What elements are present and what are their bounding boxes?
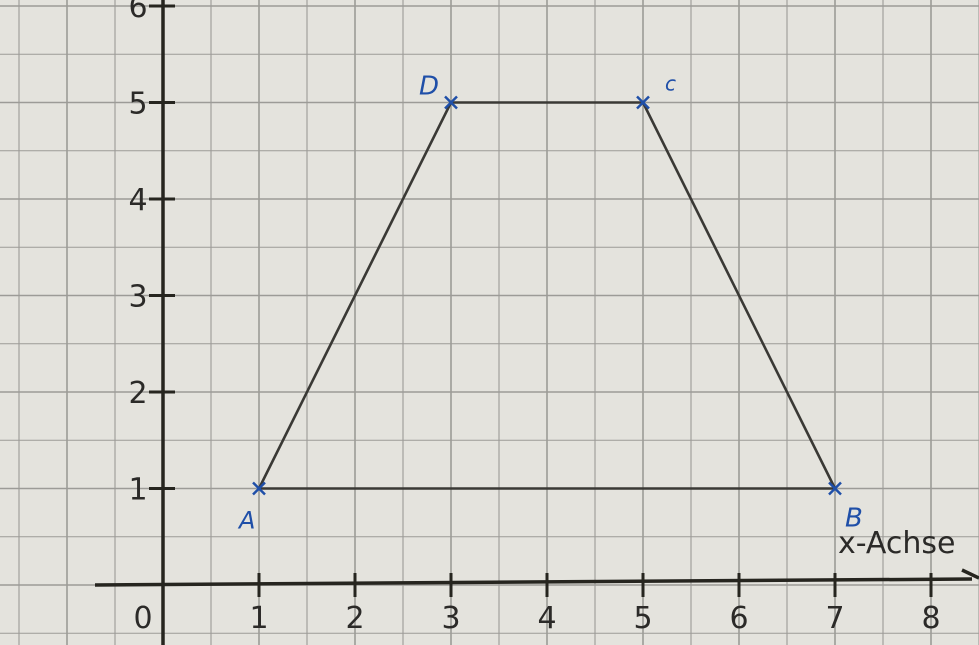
vertex-mark-d (444, 95, 458, 110)
vertex-marks (252, 95, 842, 496)
y-tick-label: 5 (128, 87, 147, 122)
y-tick-label: 6 (128, 0, 147, 25)
axes (94, 0, 979, 645)
vertex-labels: A Bc D (237, 72, 863, 535)
vertex-mark-b (828, 481, 842, 496)
y-tick-label: 1 (128, 473, 147, 508)
vertex-mark-c (636, 95, 650, 110)
y-tick-label: 4 (128, 183, 147, 218)
x-tick-label: 8 (921, 601, 940, 636)
x-tick-label: 3 (441, 601, 460, 636)
x-tick-label: 2 (345, 601, 364, 636)
x-tick-label: 4 (537, 601, 556, 636)
vertex-label-c: c (665, 72, 676, 96)
vertex-label-a: A (237, 507, 255, 535)
y-tick-label: 3 (128, 280, 147, 315)
vertex-mark-a (252, 481, 266, 496)
x-axis-label: x-Achse (838, 526, 956, 561)
x-tick-label: 1 (249, 601, 268, 636)
trapezoid-shape (257, 101, 837, 490)
x-tick-label: 6 (729, 601, 748, 636)
vertex-label-d: D (419, 72, 439, 102)
x-axis-arrowhead (961, 568, 979, 580)
x-tick-label: 5 (633, 601, 652, 636)
tick-labels: 0 1 2 3 4 5 6 7 8 1 2 3 4 5 6 (128, 0, 940, 636)
x-axis-line (94, 577, 973, 587)
vertex-label-b: B (845, 504, 863, 534)
edge-da (257, 101, 453, 490)
x-tick-label: 0 (133, 601, 152, 636)
edge-bc (641, 101, 837, 490)
y-tick-label: 2 (128, 376, 147, 411)
x-tick-label: 7 (825, 601, 844, 636)
